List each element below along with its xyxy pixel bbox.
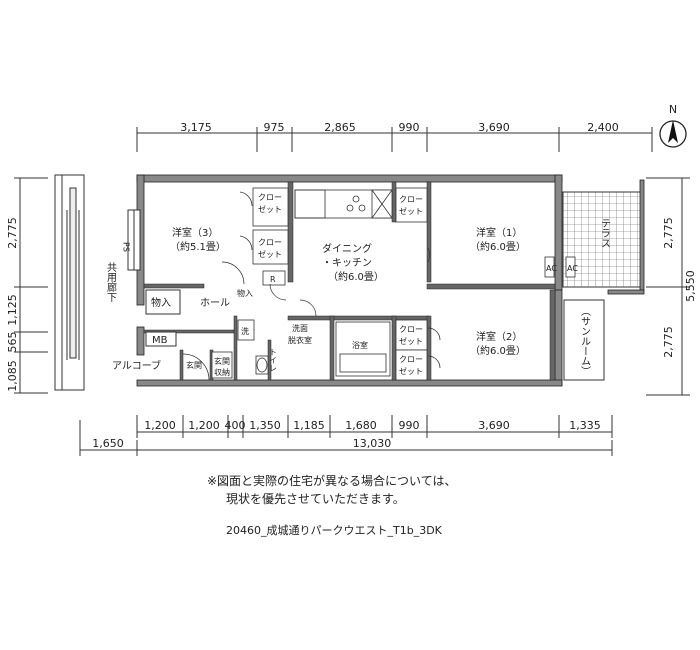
window-left	[127, 209, 141, 271]
washroom-fixtures	[237, 319, 269, 375]
dim-top-2: 975	[264, 121, 285, 134]
dim-bottom-3: 400	[225, 419, 246, 432]
dim-bottom-8: 3,690	[478, 419, 510, 432]
dim-bottom-5: 1,185	[293, 419, 325, 432]
shoe-storage-line1: 玄関	[214, 356, 230, 366]
shoe-storage-line2: 収納	[214, 367, 230, 377]
plan-caption: 20460_成城通りパークウエスト_T1b_3DK	[226, 524, 442, 537]
closet-2b-line2: ゼット	[399, 366, 423, 376]
r-label: R	[270, 275, 276, 284]
dim-right-1: 2,775	[662, 217, 675, 249]
toilet-label: トイレ	[269, 348, 278, 372]
closet-3a-line1: クロー	[258, 193, 282, 202]
corridor-label: 共用廊下	[105, 262, 117, 303]
right-dimension-line	[646, 177, 690, 396]
closet-2b-line1: クロー	[399, 355, 423, 364]
dim-right-2: 2,775	[662, 326, 675, 358]
storage2-label: 物入	[237, 288, 253, 298]
closet-group-3	[239, 187, 289, 286]
top-dimension-line	[136, 127, 653, 152]
closet-1-line2: ゼット	[399, 206, 423, 216]
sunroom-label: （サンルーム）	[579, 306, 591, 376]
room-dk-size: （約6.0畳）	[328, 270, 384, 283]
disclaimer-line-1: ※図面と実際の住宅が異なる場合については、	[207, 474, 457, 488]
entrance-door	[182, 351, 233, 381]
hall-label: ホール	[200, 297, 230, 309]
dim-bottom-7: 990	[399, 419, 420, 432]
washroom-label-1: 洗面	[292, 323, 308, 333]
closet-group-1	[395, 187, 428, 223]
ac-units	[544, 256, 576, 278]
dim-total-width: 13,030	[353, 437, 392, 450]
ac-label-2: AC	[567, 264, 578, 273]
wash-label: 洗	[241, 326, 249, 336]
bath-label: 浴室	[352, 340, 368, 350]
dim-left-2: 1,125	[6, 294, 19, 326]
sunroom-area	[563, 299, 605, 381]
dim-bottom-9: 1,335	[569, 419, 601, 432]
entrance-label: 玄関	[186, 360, 202, 370]
room-western3-size: （約5.1畳）	[170, 240, 226, 253]
dim-top-3: 2,865	[324, 121, 356, 134]
dim-top-4: 990	[399, 121, 420, 134]
room-dk-line2: ・キッチン	[322, 257, 372, 269]
closet-2a-line2: ゼット	[399, 336, 423, 346]
dim-top-5: 3,690	[478, 121, 510, 134]
dim-left-3: 565	[6, 332, 19, 353]
terrace-area	[562, 191, 642, 288]
closet-2a-line1: クロー	[399, 325, 423, 334]
ac-label-1: AC	[546, 264, 557, 273]
closet-1-line1: クロー	[399, 195, 423, 204]
interior-walls	[143, 181, 556, 381]
closet-3a-line2: ゼット	[258, 204, 282, 214]
dim-bottom-2: 1,200	[188, 419, 220, 432]
kitchen-counter	[294, 189, 393, 219]
alcove-label: アルコーブ	[112, 359, 161, 372]
window-label: PS	[122, 242, 131, 252]
door-swings	[221, 247, 430, 317]
terrace-label: テラス	[599, 218, 610, 248]
dim-bottom-1: 1,200	[144, 419, 176, 432]
left-dimension-line	[14, 177, 48, 394]
corridor-structure	[54, 174, 85, 391]
dim-left-1: 2,775	[6, 217, 19, 249]
dim-bottom-left: 1,650	[92, 437, 124, 450]
closet-3b-line2: ゼット	[258, 249, 282, 259]
mb-box	[145, 331, 177, 347]
room-western3-name: 洋室（3）	[172, 226, 218, 239]
dim-right-total: 5,550	[684, 270, 697, 302]
dim-left-4: 1,085	[6, 360, 19, 392]
bathtub	[335, 321, 391, 377]
closet-3b-line1: クロー	[258, 238, 282, 247]
dim-bottom-6: 1,680	[345, 419, 377, 432]
room-dk-line1: ダイニング	[322, 242, 372, 255]
room-western2-size: （約6.0畳）	[470, 344, 526, 357]
room-western1-name: 洋室（1）	[476, 226, 522, 239]
washroom-label-2: 脱衣室	[288, 335, 312, 345]
storage-label: 物入	[151, 296, 171, 309]
compass-label: N	[669, 103, 677, 116]
dim-top-1: 3,175	[180, 121, 212, 134]
north-compass-icon: N	[659, 103, 687, 148]
room-western1-size: （約6.0畳）	[470, 240, 526, 253]
dim-top-6: 2,400	[587, 121, 619, 134]
mb-label: MB	[152, 335, 168, 346]
bottom-dimension-line	[79, 415, 613, 456]
storage-box	[145, 289, 181, 315]
closet-group-2	[395, 319, 441, 381]
disclaimer-line-2: 現状を優先させていただきます。	[226, 492, 405, 506]
room-western2-name: 洋室（2）	[476, 330, 522, 343]
dim-bottom-4: 1,350	[249, 419, 281, 432]
